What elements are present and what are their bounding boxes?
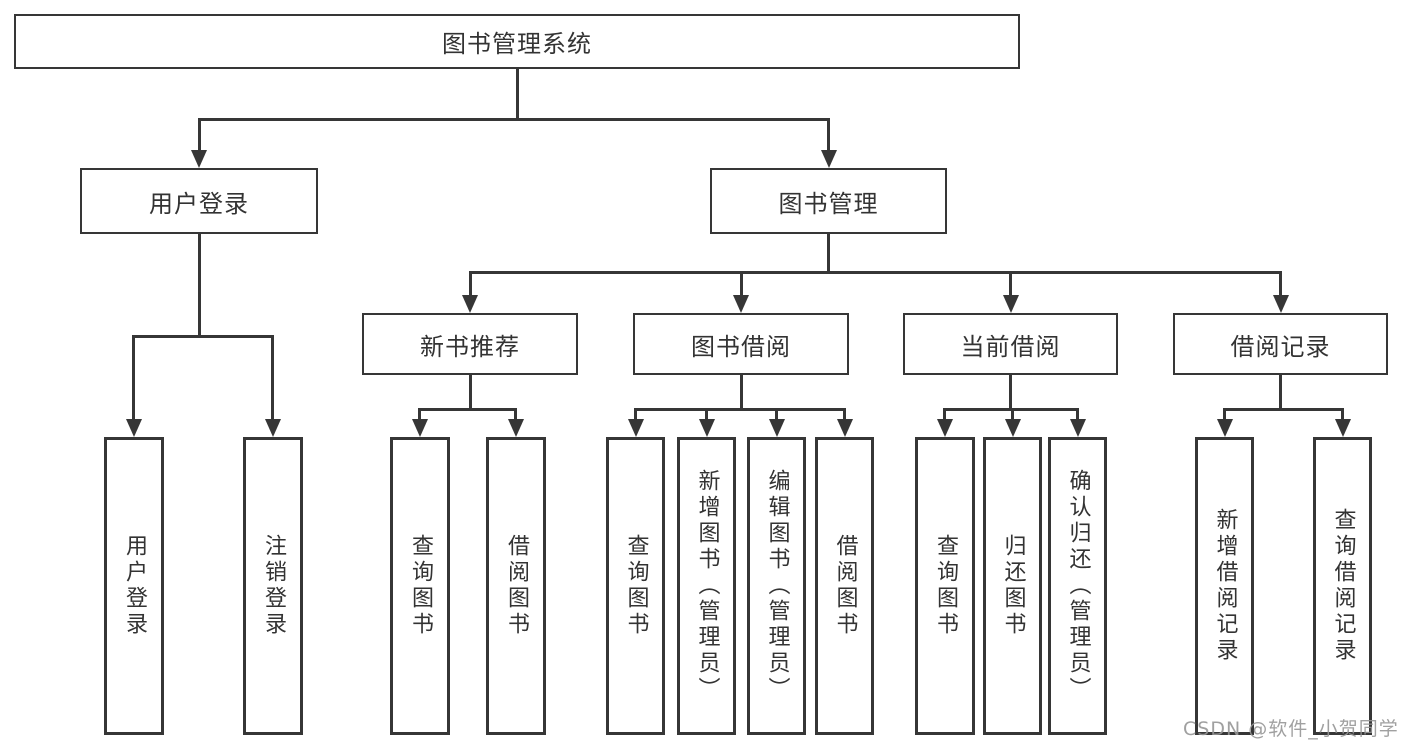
connector-drop-line: [468, 271, 472, 299]
node-label: 借阅记录: [1230, 332, 1331, 361]
arrowhead-down-icon: [264, 419, 281, 437]
connector-drop-line: [1223, 408, 1226, 423]
node-label: 查询图书: [623, 534, 649, 638]
arrowhead-down-icon: [507, 419, 524, 437]
arrowhead-down-icon: [733, 295, 749, 313]
connector-drop-line: [132, 335, 135, 423]
connector-stem-line: [197, 234, 201, 338]
connector-stem-line: [739, 375, 743, 411]
leaf-return-book: 归还图书: [983, 437, 1042, 735]
node-label: 新书推荐: [420, 332, 520, 361]
leaf-query-borrow-record: 查询借阅记录: [1313, 437, 1372, 735]
connector-stem-line: [827, 234, 830, 274]
node-new-book-recommend: 新书推荐: [362, 313, 578, 375]
node-label: 图书借阅: [691, 332, 791, 361]
node-label: 用户登录: [149, 189, 249, 218]
connector-split-line: [1223, 408, 1344, 411]
watermark-text: CSDN @软件_小贺同学: [1183, 718, 1399, 740]
node-current-borrowing: 当前借阅: [903, 313, 1118, 375]
connector-drop-line: [827, 118, 830, 154]
connector-drop-line: [1009, 271, 1012, 299]
connector-drop-line: [418, 408, 421, 423]
node-book-borrowing: 图书借阅: [633, 313, 849, 375]
arrowhead-down-icon: [1004, 419, 1021, 437]
connector-stem-line: [468, 375, 472, 411]
node-label: 用户登录: [122, 534, 147, 638]
connector-drop-line: [634, 408, 637, 423]
connector-split-line: [132, 335, 274, 338]
connector-stem-line: [1279, 375, 1282, 411]
node-user-login: 用户登录: [80, 168, 318, 234]
connector-drop-line: [843, 408, 846, 423]
arrowhead-down-icon: [1216, 419, 1233, 437]
arrowhead-down-icon: [627, 419, 644, 437]
arrowhead-down-icon: [698, 419, 715, 437]
connector-stem-line: [515, 69, 519, 121]
leaf-add-borrow-record: 新增借阅记录: [1195, 437, 1254, 735]
connector-drop-line: [775, 408, 778, 423]
connector-drop-line: [739, 271, 743, 299]
node-label: 借阅图书: [504, 534, 529, 638]
node-label: 新增借阅记录: [1212, 508, 1238, 664]
node-label: 查询借阅记录: [1330, 508, 1356, 664]
connector-drop-line: [271, 335, 274, 423]
connector-split-line: [197, 118, 830, 121]
node-system-root: 图书管理系统: [14, 14, 1020, 69]
node-label: 编辑图书（管理员）: [764, 469, 790, 703]
arrowhead-down-icon: [1002, 295, 1019, 313]
connector-drop-line: [1341, 408, 1344, 423]
node-label: 图书管理系统: [442, 30, 592, 58]
connector-stem-line: [1009, 375, 1012, 411]
connector-split-line: [468, 271, 1282, 274]
arrowhead-down-icon: [1069, 419, 1086, 437]
leaf-borrow-books-recommend: 借阅图书: [486, 437, 546, 735]
leaf-user-login: 用户登录: [104, 437, 164, 735]
leaf-edit-book-admin: 编辑图书（管理员）: [747, 437, 806, 735]
node-label: 归还图书: [1000, 534, 1026, 638]
leaf-query-books-recommend: 查询图书: [390, 437, 450, 735]
connector-drop-line: [197, 118, 201, 154]
arrowhead-down-icon: [462, 295, 478, 313]
arrowhead-down-icon: [768, 419, 785, 437]
arrowhead-down-icon: [820, 150, 837, 168]
connector-drop-line: [943, 408, 946, 423]
arrowhead-down-icon: [936, 419, 953, 437]
arrowhead-down-icon: [836, 419, 853, 437]
connector-drop-line: [1076, 408, 1079, 423]
node-label: 新增图书（管理员）: [694, 469, 720, 703]
node-label: 图书管理: [778, 189, 879, 218]
arrowhead-down-icon: [1334, 419, 1351, 437]
node-label: 当前借阅: [960, 332, 1061, 361]
arrowhead-down-icon: [1272, 295, 1289, 313]
node-label: 确认归还（管理员）: [1065, 469, 1091, 703]
connector-drop-line: [1279, 271, 1282, 299]
connector-split-line: [634, 408, 846, 411]
connector-drop-line: [1011, 408, 1014, 423]
arrowhead-down-icon: [125, 419, 142, 437]
node-label: 查询图书: [933, 534, 958, 638]
node-borrow-records: 借阅记录: [1173, 313, 1388, 375]
leaf-add-book-admin: 新增图书（管理员）: [677, 437, 736, 735]
node-label: 查询图书: [408, 534, 433, 638]
leaf-logout: 注销登录: [243, 437, 303, 735]
connector-drop-line: [705, 408, 708, 423]
leaf-confirm-return-admin: 确认归还（管理员）: [1048, 437, 1107, 735]
leaf-query-books-current: 查询图书: [915, 437, 975, 735]
node-label: 借阅图书: [832, 534, 858, 638]
leaf-borrow-books: 借阅图书: [815, 437, 874, 735]
node-book-management: 图书管理: [710, 168, 947, 234]
leaf-query-books-borrow: 查询图书: [606, 437, 665, 735]
arrowhead-down-icon: [411, 419, 428, 437]
connector-drop-line: [514, 408, 517, 423]
node-label: 注销登录: [261, 534, 286, 638]
connector-split-line: [418, 408, 517, 411]
arrowhead-down-icon: [191, 150, 207, 168]
